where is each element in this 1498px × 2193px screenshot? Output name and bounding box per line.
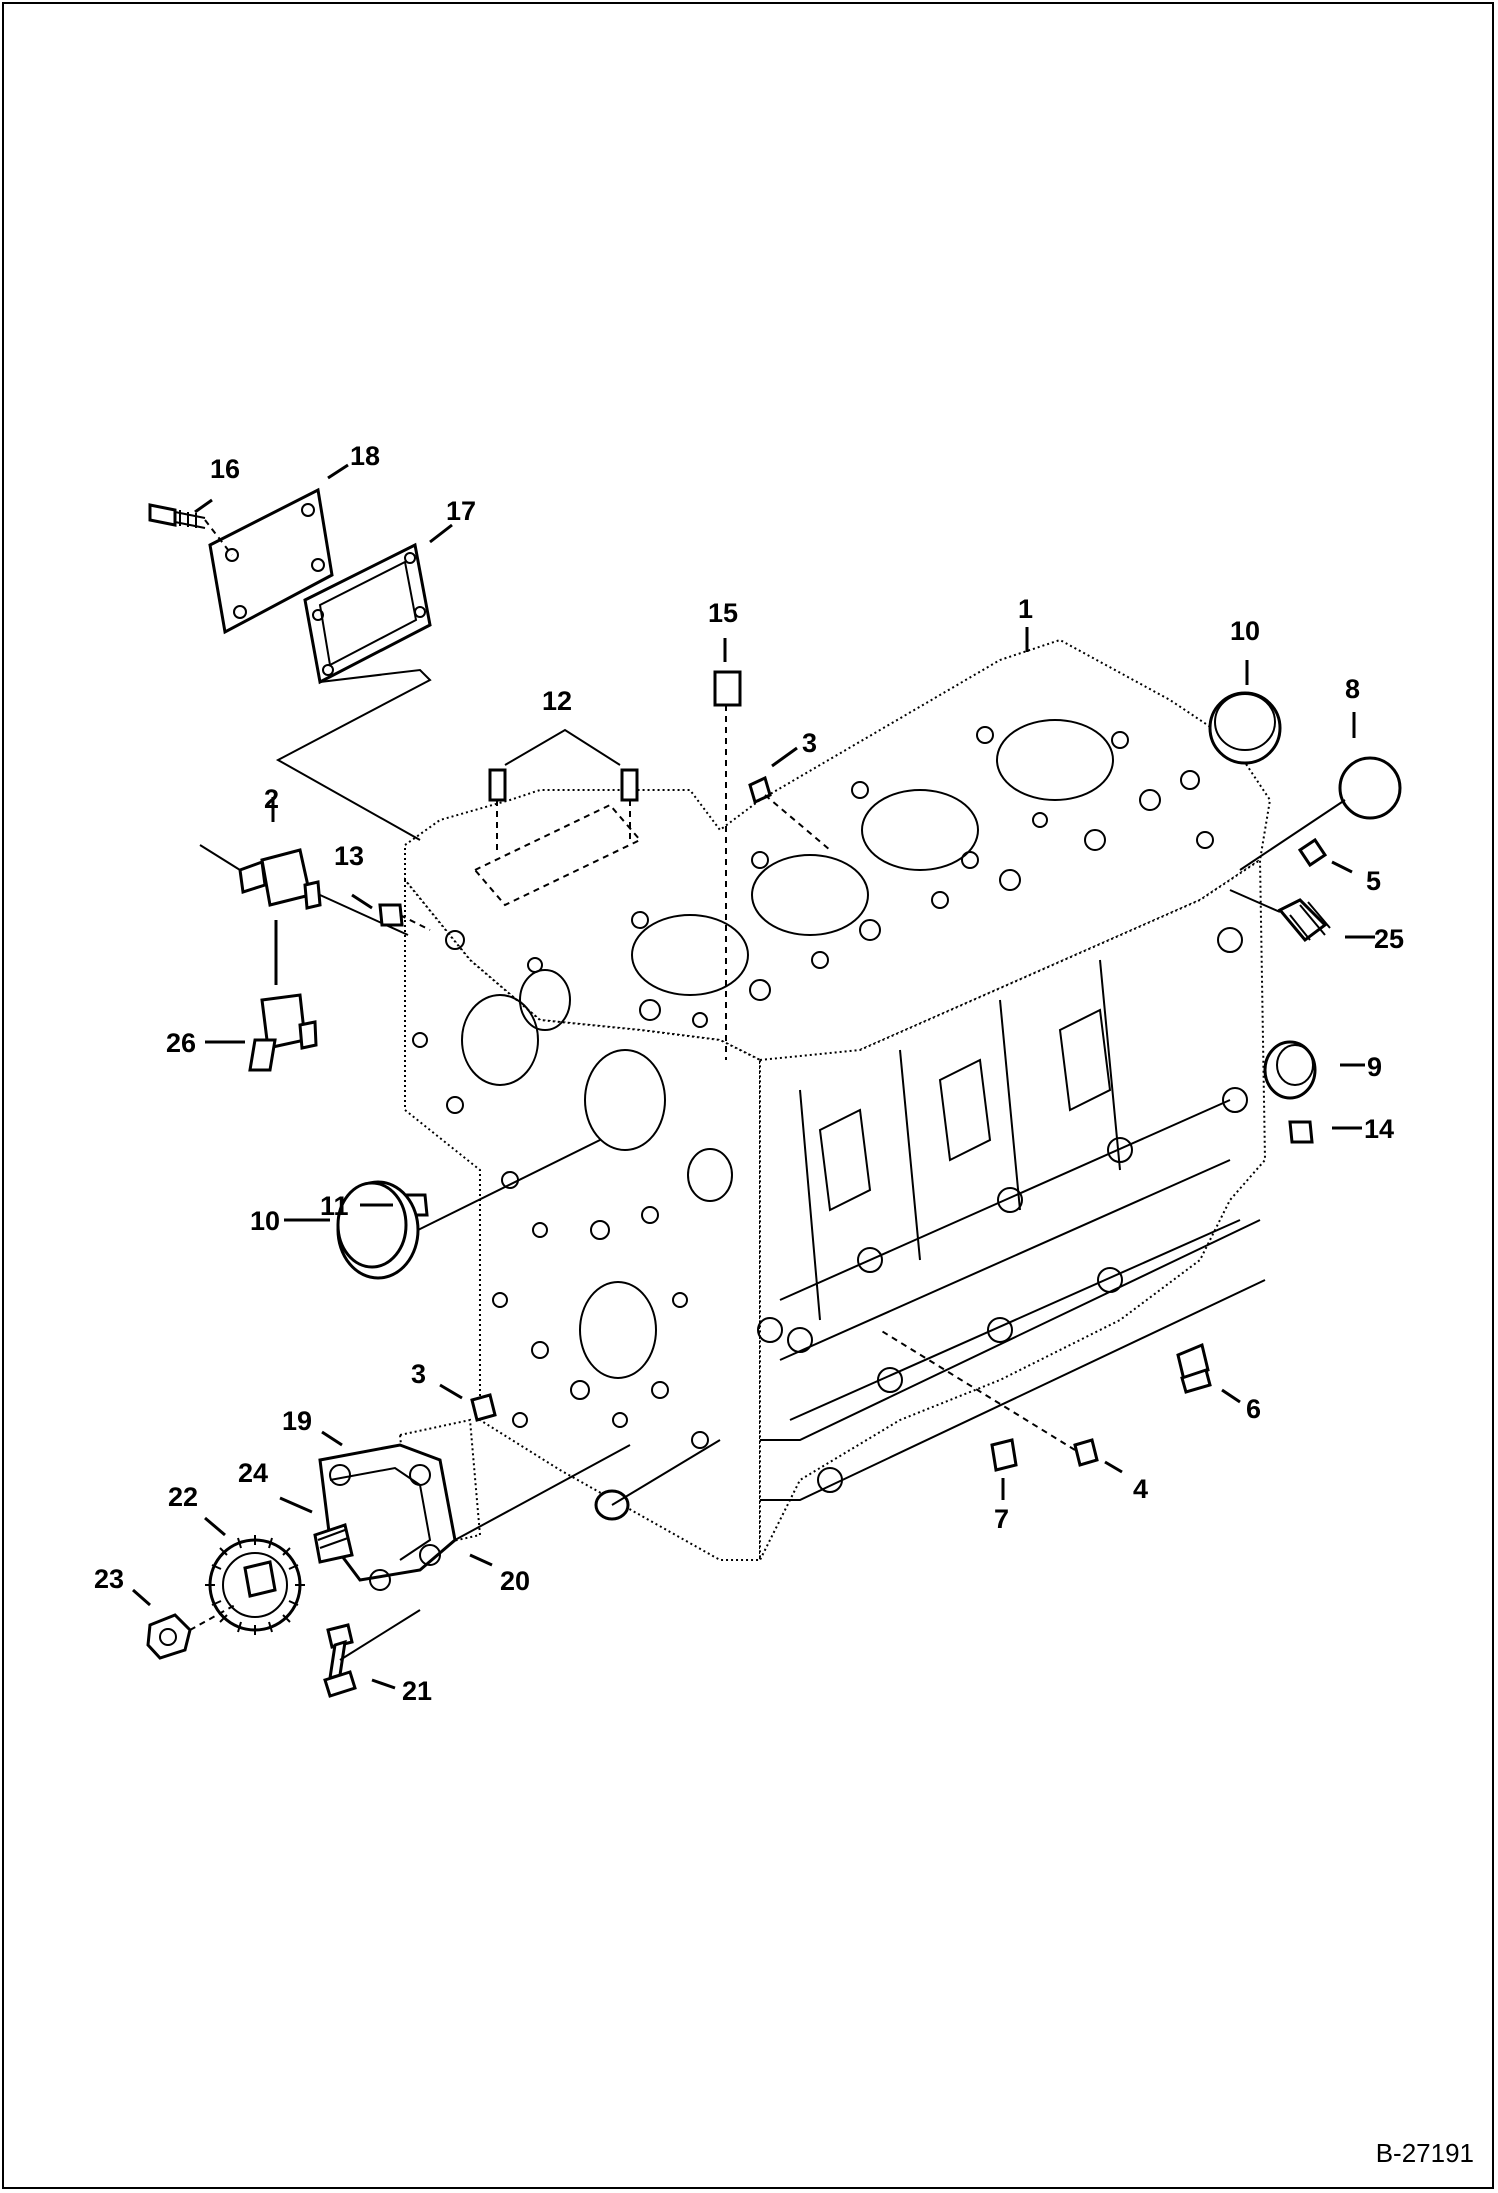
bolt-16: [148, 503, 206, 529]
callout-6: 6: [1246, 1394, 1261, 1424]
callout-13: 13: [334, 841, 364, 871]
pin-14: [1288, 1120, 1314, 1144]
cap-10-rear: [1208, 691, 1282, 765]
dowel-pins-12: [473, 728, 642, 907]
callout-4: 4: [1133, 1474, 1148, 1504]
plug-3-lower: [470, 1393, 497, 1422]
deck-holes: [631, 726, 1214, 1028]
document-number: B-27191: [1375, 2138, 1474, 2168]
cylinder-block: [404, 638, 1272, 1561]
callout-16: 16: [210, 454, 240, 484]
drain-cock-25: [1229, 889, 1331, 943]
callout-11: 11: [320, 1191, 349, 1221]
sensor-26: [248, 920, 318, 1072]
callout-18: 18: [350, 441, 380, 471]
callout-24: 24: [238, 1458, 268, 1488]
cover-plate-18: [204, 487, 334, 635]
plug-block-front: [594, 1439, 721, 1521]
pin-13: [378, 903, 431, 931]
gasket-17: [275, 542, 432, 841]
callout-23: 23: [94, 1564, 124, 1594]
callout-labels: 1 2 3 3 4 5 6 7 8 9 10 10 11 12 13 14 15…: [94, 441, 1404, 1706]
callout-26: 26: [166, 1028, 196, 1058]
oil-seal-10-front: [336, 1139, 601, 1280]
front-face-holes: [412, 930, 709, 1449]
oil-pressure-switch-2: [199, 844, 409, 936]
callout-1: 1: [1018, 594, 1033, 624]
plug-15: [713, 670, 742, 1060]
plug-4: [879, 1329, 1099, 1467]
callout-2: 2: [264, 784, 279, 814]
gear-teeth: [205, 1535, 305, 1635]
callout-3b: 3: [411, 1359, 426, 1389]
callout-21: 21: [402, 1676, 432, 1706]
seal-9: [1263, 1040, 1317, 1100]
callout-25: 25: [1374, 924, 1404, 954]
plug-cap-8: [1239, 756, 1402, 871]
oil-pump-assembly: [146, 1418, 631, 1698]
callout-15: 15: [708, 598, 738, 628]
callout-10a: 10: [1230, 616, 1260, 646]
callout-22: 22: [168, 1482, 198, 1512]
callout-9: 9: [1367, 1052, 1382, 1082]
plug-6: [1176, 1342, 1212, 1394]
plug-3-top: [748, 775, 831, 851]
leader-lines: [132, 463, 1375, 1690]
callout-5: 5: [1366, 866, 1381, 896]
plug-5: [1297, 837, 1328, 868]
callout-20: 20: [500, 1566, 530, 1596]
callout-19: 19: [282, 1406, 312, 1436]
callout-7: 7: [994, 1504, 1009, 1534]
callout-17: 17: [446, 496, 476, 526]
callout-12: 12: [542, 686, 572, 716]
callout-3a: 3: [802, 728, 817, 758]
callout-14: 14: [1364, 1114, 1394, 1144]
callout-8: 8: [1345, 674, 1360, 704]
callout-10b: 10: [250, 1206, 280, 1236]
plug-7: [990, 1438, 1018, 1472]
